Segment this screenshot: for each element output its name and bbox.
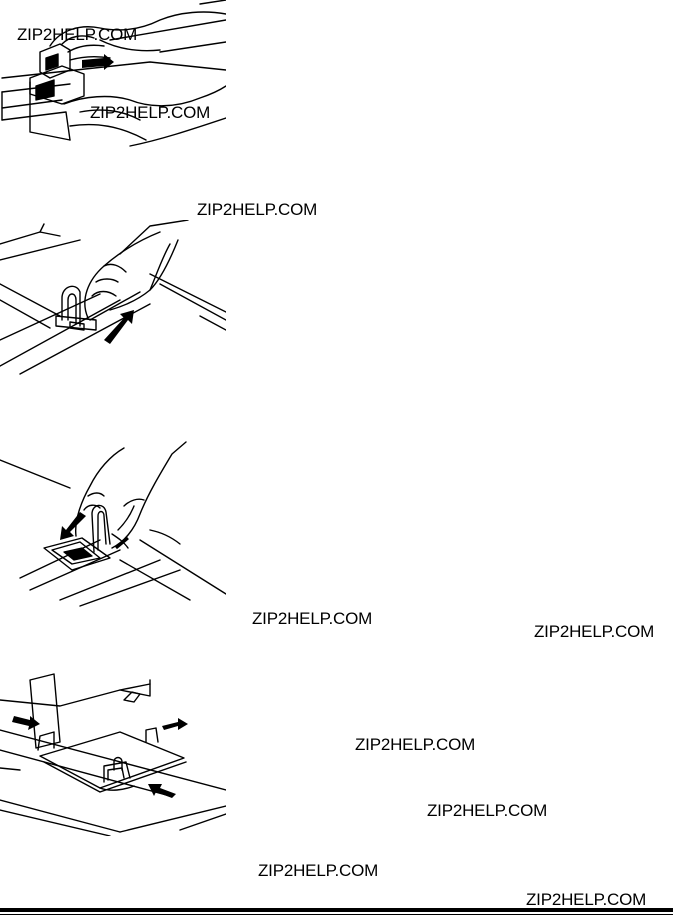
watermark-5: ZIP2HELP.COM (534, 622, 655, 641)
tray-pull-drawing (1, 0, 226, 147)
bottom-rule-thin (0, 914, 673, 915)
watermark-1: ZIP2HELP.COM (17, 25, 138, 44)
illustration-paper-loaded-side-guides (0, 670, 226, 836)
watermark-2: ZIP2HELP.COM (90, 103, 211, 122)
arrow-left-icon (162, 718, 188, 730)
watermark-7: ZIP2HELP.COM (427, 801, 548, 820)
guide-lock-drawing (0, 441, 226, 607)
illustration-hand-sliding-end-guide (0, 220, 226, 378)
arrow-left-icon (148, 784, 176, 798)
arrow-right-icon (82, 54, 114, 70)
bottom-rule-thick (0, 908, 673, 912)
arrow-up-right-icon (104, 310, 134, 344)
illustration-hands-pulling-tray (0, 0, 226, 148)
illustration-hands-lifting-guide-lock (0, 440, 226, 610)
end-guide-drawing (0, 220, 226, 375)
arrow-right-icon (12, 716, 40, 730)
watermark-6: ZIP2HELP.COM (355, 735, 476, 754)
watermark-3: ZIP2HELP.COM (197, 200, 318, 219)
watermark-9: ZIP2HELP.COM (526, 890, 647, 909)
side-guides-drawing (0, 673, 226, 836)
watermark-4: ZIP2HELP.COM (252, 609, 373, 628)
watermark-8: ZIP2HELP.COM (258, 861, 379, 880)
arrow-left-icon (60, 512, 86, 540)
